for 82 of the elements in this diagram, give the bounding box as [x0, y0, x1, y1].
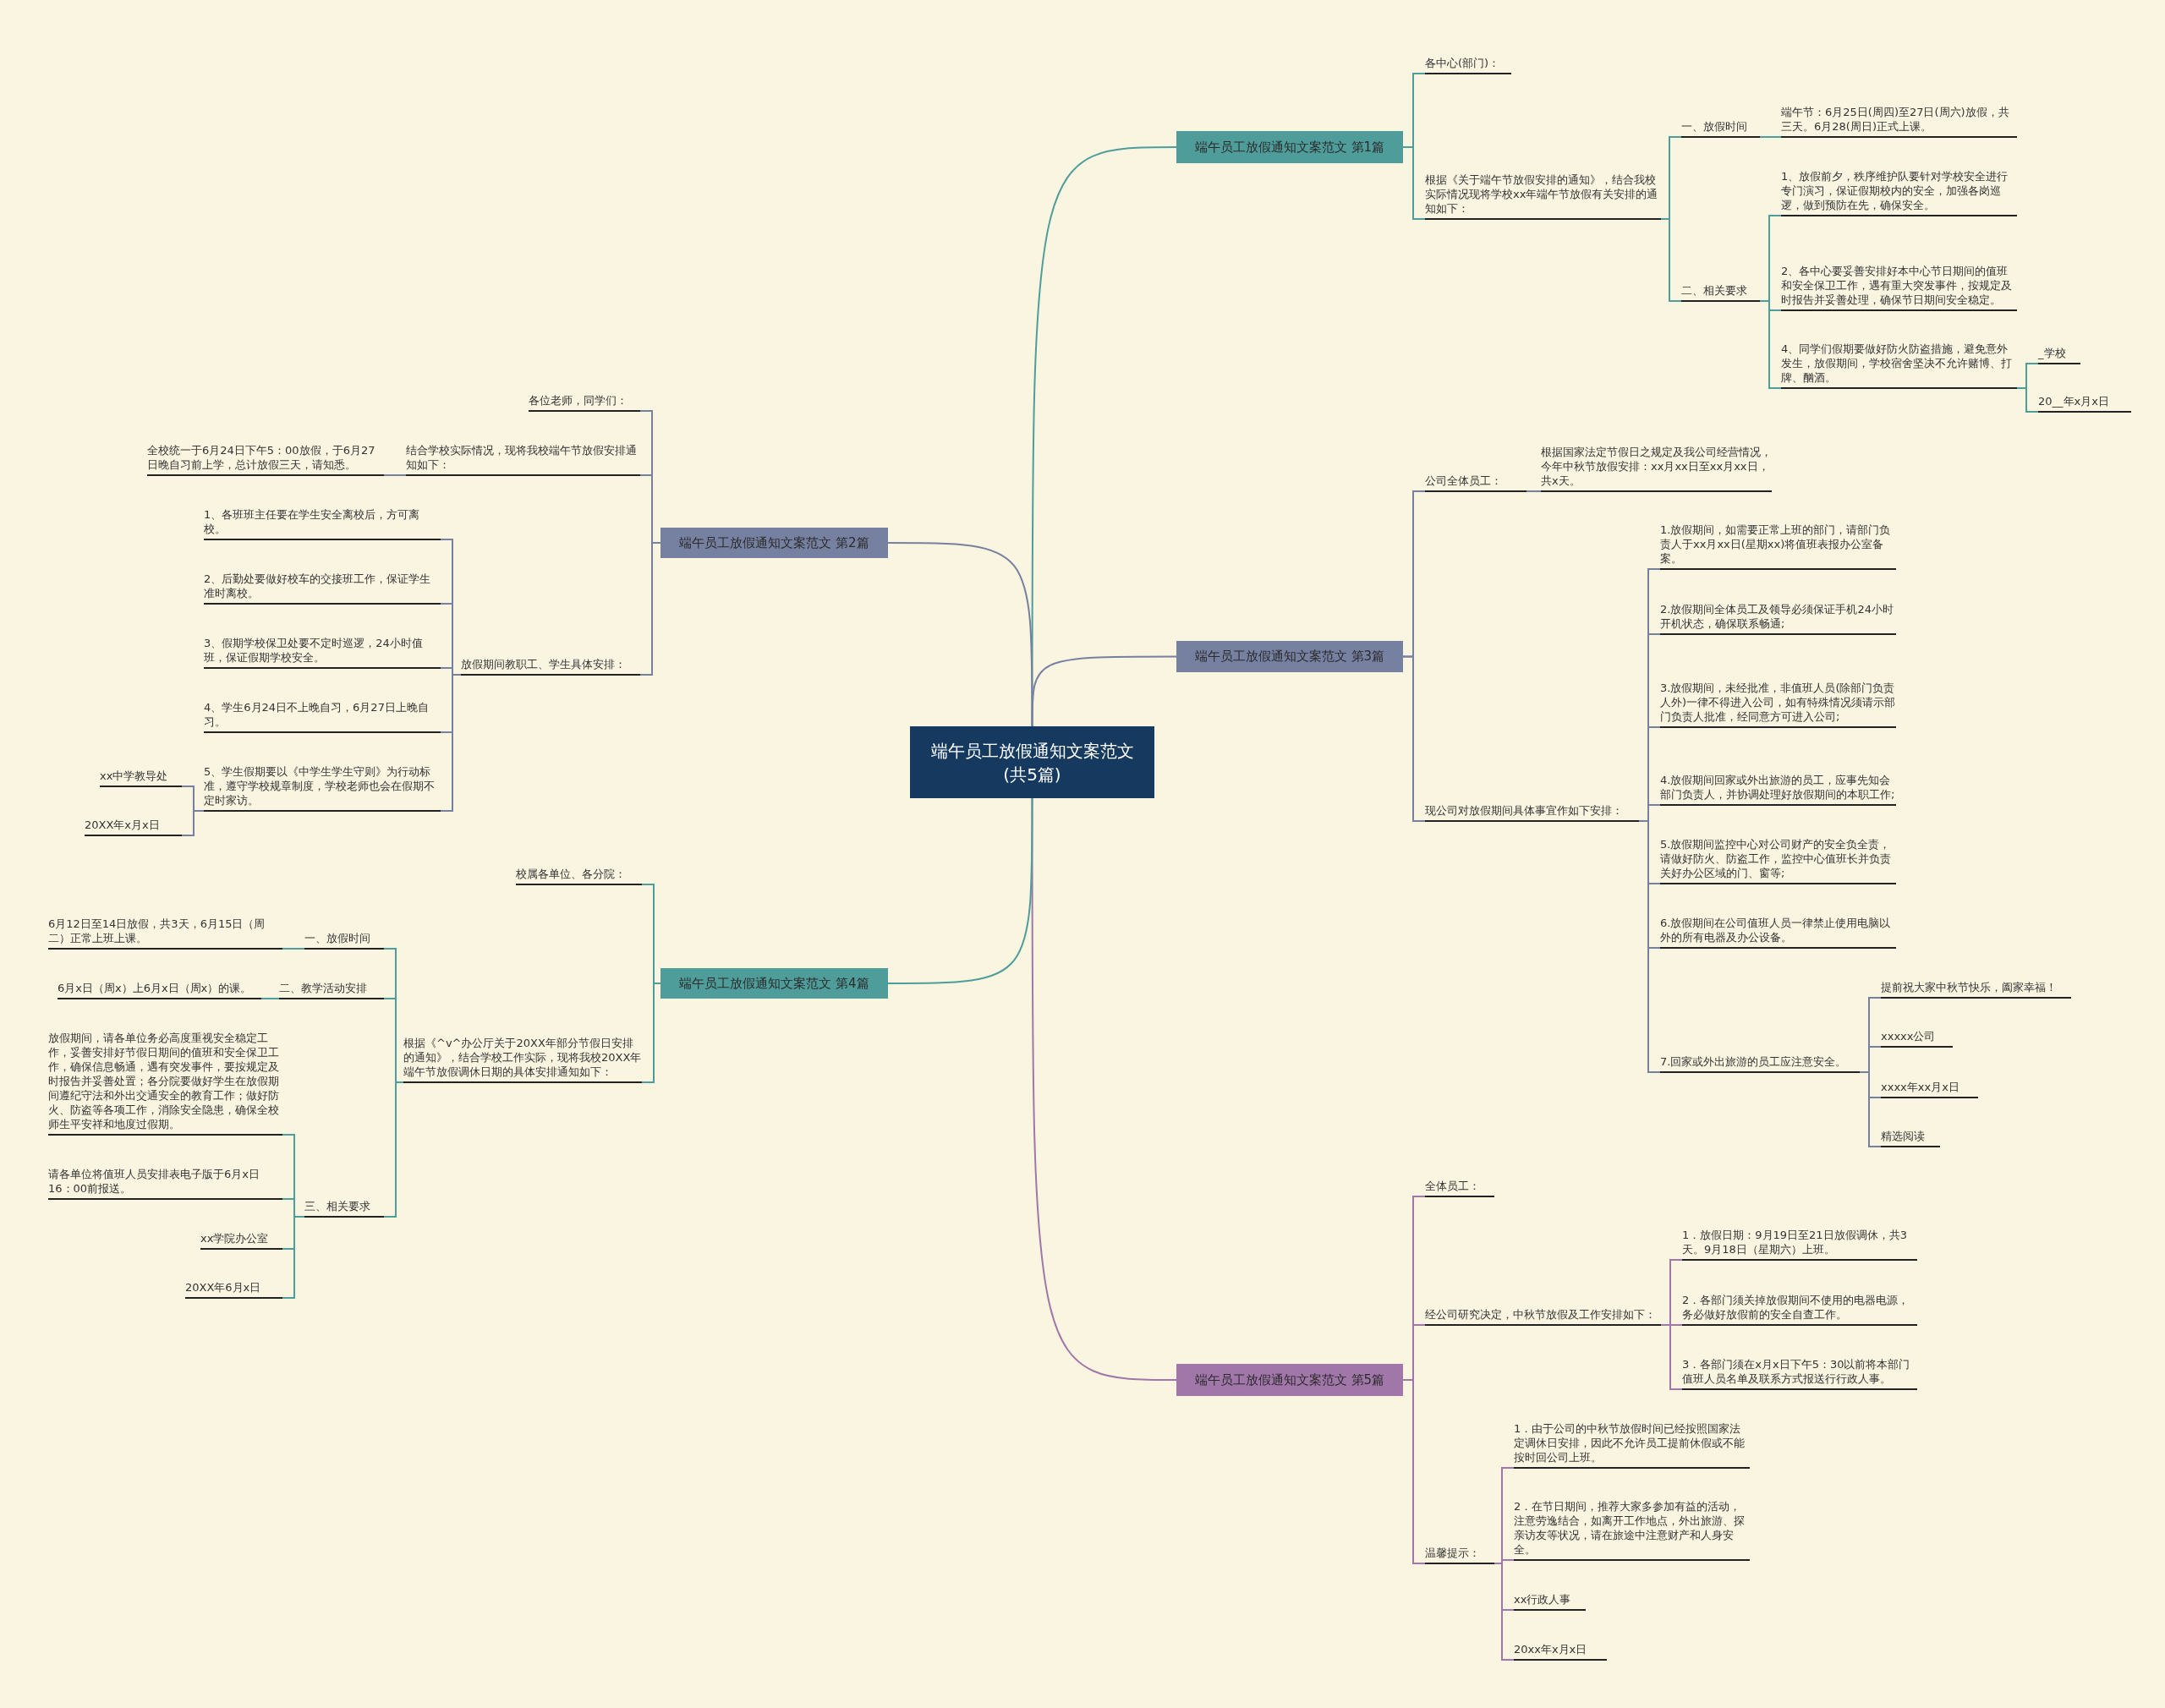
topic-label: 三、相关要求: [304, 1199, 384, 1218]
topic-label: 全体员工：: [1425, 1179, 1494, 1197]
connector-line: [383, 474, 407, 476]
connector-line: [639, 542, 661, 676]
topic-label: 二、相关要求: [1681, 283, 1760, 302]
topic-label: 4.放假期间回家或外出旅游的员工，应事先知会部门负责人，并协调处理好放假期间的本职工作;: [1660, 773, 1896, 806]
topic-label: 2、各中心要妥善安排好本中心节日期间的值班和安全保卫工作，遇有重大突发事件，按规定及时报告并妥善处理，确保节日期间安全稳定。: [1781, 264, 2017, 311]
topic-label: 2．各部门须关掉放假期间不使用的电器电源，务必做好放假前的安全自查工作。: [1682, 1293, 1917, 1326]
topic-label: 一、放假时间: [304, 931, 384, 950]
branch-topic-box: 端午员工放假通知文案范文 第2篇: [660, 528, 888, 558]
topic-label: 1、放假前夕，秩序维护队要针对学校安全进行专门演习，保证假期校内的安全，加强各岗巡逻，做到预防在先，确保安全。: [1781, 169, 2017, 216]
topic-label: 20XX年x月x日: [85, 818, 182, 836]
branch-topic-box: 端午员工放假通知文案范文 第3篇: [1176, 641, 1403, 672]
topic-label: 端午节：6月25日(周四)至27日(周六)放假，共三天。6月28(周日)正式上课。: [1781, 105, 2017, 138]
topic-label: 提前祝大家中秋节快乐，阖家幸福！: [1881, 980, 2071, 999]
branch-topic-box: 端午员工放假通知文案范文 第1篇: [1176, 131, 1403, 163]
topic-label: 根据国家法定节假日之规定及我公司经营情况，今年中秋节放假安排：xx月xx日至xx月xx日，共x天。: [1541, 445, 1772, 492]
connector-line: [887, 542, 1033, 727]
branch-topic-box: 端午员工放假通知文案范文 第5篇: [1176, 1364, 1403, 1396]
topic-label: 6.放假期间在公司值班人员一律禁止使用电脑以外的所有电器及办公设备。: [1660, 916, 1896, 949]
topic-label: 结合学校实际情况，现将我校端午节放假安排通知如下：: [406, 443, 640, 476]
topic-label: 7.回家或外出旅游的员工应注意安全。: [1660, 1054, 1860, 1073]
topic-label: 6月12日至14日放假，共3天，6月15日（周二）正常上班上课。: [48, 917, 282, 950]
topic-label: 1．由于公司的中秋节放假时间已经按照国家法定调休日安排，因此不允许员工提前休假或不能按时回公司上班。: [1514, 1421, 1750, 1469]
topic-label: 请各单位将值班人员安排表电子版于6月x日16：00前报送。: [48, 1167, 282, 1200]
topic-label: 5.放假期间监控中心对公司财产的安全负全责，请做好防火、防盗工作，监控中心值班长并负责关好办公区域的门、窗等;: [1660, 837, 1896, 884]
topic-label: 3、假期学校保卫处要不定时巡逻，24小时值班，保证假期学校安全。: [204, 636, 441, 669]
topic-label: 20XX年6月x日: [185, 1280, 282, 1299]
topic-label: xx学院办公室: [200, 1231, 282, 1250]
topic-label: 5、学生假期要以《中学生学生守则》为行动标准，遵守学校规章制度，学校老师也会在假期不定时家访。: [204, 764, 441, 812]
connector-line: [282, 948, 305, 950]
topic-label: 6月x日（周x）上6月x日（周x）的课。: [58, 981, 261, 999]
connector-line: [383, 1081, 404, 1218]
branch-topic-box: 端午员工放假通知文案范文 第4篇: [660, 968, 888, 999]
topic-label: xxxxx公司: [1881, 1029, 1953, 1048]
topic-label: 1、各班班主任要在学生安全离校后，方可离校。: [204, 507, 441, 540]
central-topic-box: 端午员工放假通知文案范文(共5篇): [910, 726, 1154, 798]
topic-label: 一、放假时间: [1681, 119, 1760, 138]
topic-label: 全校统一于6月24日下午5：00放假，于6月27日晚自习前上学，总计放假三天，请知悉。: [147, 443, 384, 476]
topic-label: 2．在节日期间，推荐大家多参加有益的活动，注意劳逸结合，如离开工作地点，外出旅游、探亲访友等状况，请在旅途中注意财产和人身安全。: [1514, 1499, 1750, 1561]
topic-label: 放假期间，请各单位务必高度重视安全稳定工作，妥善安排好节假日期间的值班和安全保卫工作，确保信息畅通，遇有突发事件，要按规定及时报告并妥善处置；各分院要做好学生在放假期间遵纪守法和外出交通安全的教育工作；做好防火、防盗等各项工作，消除安全隐患，确保全校师生平安祥和地度过假期。: [48, 1031, 282, 1136]
topic-label: 校属各单位、各分院：: [516, 867, 642, 885]
topic-label: 各中心(部门)：: [1425, 56, 1511, 74]
connector-line: [1638, 820, 1661, 1073]
connector-line: [260, 998, 280, 999]
connector-line: [1031, 146, 1177, 727]
topic-label: 温馨提示：: [1425, 1546, 1494, 1564]
connector-line: [887, 797, 1033, 984]
connector-line: [1526, 490, 1542, 492]
topic-label: 根据《^v^办公厅关于20XX年部分节假日安排的通知》，结合学校工作实际，现将我校20XX年端午节放假调休日期的具体安排通知如下：: [403, 1036, 642, 1083]
connector-line: [1031, 797, 1177, 1381]
connector-line: [1402, 1379, 1426, 1564]
topic-label: _学校: [2038, 346, 2080, 364]
connector-line: [440, 674, 462, 812]
topic-label: xx中学教导处: [100, 769, 182, 787]
connector-line: [1759, 136, 1782, 138]
topic-label: xx行政人事: [1514, 1592, 1586, 1611]
topic-label: 1.放假期间，如需要正常上班的部门，请部门负责人于xx月xx日(星期xx)将值班表报办公室备案。: [1660, 523, 1896, 570]
topic-label: 20__年x月x日: [2038, 394, 2131, 413]
topic-label: 4、同学们假期要做好防火防盗措施，避免意外发生，放假期间，学校宿舍坚决不允许赌博、打牌、酗酒。: [1781, 342, 2017, 389]
topic-label: 根据《关于端午节放假安排的通知》，结合我校实际情况现将学校xx年端午节放假有关安排的通知如下：: [1425, 172, 1661, 220]
connector-line: [1494, 1563, 1515, 1661]
topic-label: 放假期间教职工、学生具体安排：: [461, 657, 640, 676]
topic-label: 经公司研究决定，中秋节放假及工作安排如下：: [1425, 1307, 1661, 1326]
connector-line: [1660, 218, 1682, 302]
topic-label: 3．各部门须在x月x日下午5：30以前将本部门值班人员名单及联系方式报送行行政人事。: [1682, 1357, 1917, 1390]
topic-label: 公司全体员工：: [1425, 474, 1526, 492]
topic-label: xxxx年xx月x日: [1881, 1080, 1978, 1098]
connector-line: [1402, 146, 1426, 220]
topic-label: 4、学生6月24日不上晚自习，6月27日上晚自习。: [204, 700, 441, 733]
topic-label: 1．放假日期：9月19日至21日放假调休，共3天。9月18日（星期六）上班。: [1682, 1228, 1917, 1261]
topic-label: 20xx年x月x日: [1514, 1642, 1607, 1661]
topic-label: 3.放假期间，未经批准，非值班人员(除部门负责人外)一律不得进入公司，如有特殊情况须请示部门负责人批准，经同意方可进入公司;: [1660, 681, 1896, 728]
topic-label: 各位老师，同学们：: [529, 393, 640, 412]
connector-line: [282, 1216, 305, 1299]
connector-line: [181, 810, 205, 836]
topic-label: 二、教学活动安排: [279, 981, 384, 999]
topic-label: 2、后勤处要做好校车的交接班工作，保证学生准时离校。: [204, 572, 441, 605]
topic-label: 2.放假期间全体员工及领导必须保证手机24小时开机状态，确保联系畅通;: [1660, 602, 1896, 635]
topic-label: 现公司对放假期间具体事宜作如下安排：: [1425, 803, 1639, 822]
connector-line: [1402, 655, 1426, 822]
topic-label: 精选阅读: [1881, 1129, 1940, 1147]
